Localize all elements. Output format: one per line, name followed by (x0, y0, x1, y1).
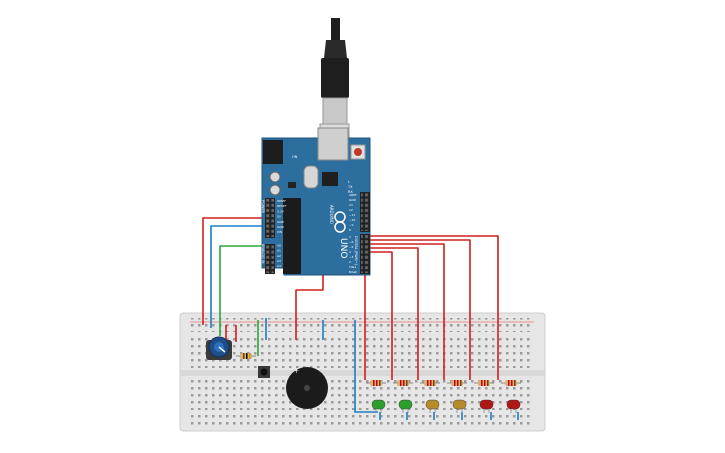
board-section-analog: ANALOG IN (261, 244, 265, 264)
board-rx-label: RX (348, 190, 353, 194)
pin-label: GND (349, 198, 357, 202)
led-resistor (366, 380, 386, 386)
wire-pin-3[interactable] (370, 239, 471, 380)
pin-label: A3 (277, 259, 281, 263)
wire-pin-4[interactable] (370, 243, 445, 380)
potentiometer[interactable] (206, 336, 232, 360)
pin-label: 5V (277, 215, 282, 219)
wire-pin-6[interactable] (370, 251, 393, 380)
pin-label: ~3 (349, 255, 354, 259)
wire-gnd-bus[interactable] (354, 320, 378, 413)
pin-label: 3.3V (277, 209, 285, 213)
led-resistor (393, 380, 413, 386)
pin-label: A4 (277, 264, 281, 268)
wire-pin-2[interactable] (370, 235, 499, 380)
led[interactable] (398, 399, 413, 413)
buzzer-polarity-label: + (294, 368, 299, 375)
pin-label: 8 (349, 228, 351, 232)
pin-label: GND (277, 220, 285, 224)
pin-label: A5 (277, 269, 281, 273)
pin-label: GND (277, 225, 285, 229)
pin-label: VIN (277, 230, 282, 234)
board-labels: UNO ARDUINO POWER ANALOG IN DIGITAL (PWM… (261, 155, 358, 274)
pin-label: TX▸1 (348, 265, 356, 269)
pin-label: ~11 (349, 213, 355, 217)
resistor-pot (236, 353, 256, 359)
led[interactable] (371, 399, 386, 413)
board-brand-text: UNO (338, 238, 348, 258)
led-resistor (474, 380, 494, 386)
pin-label: RESET (277, 204, 287, 208)
pin-label: A0 (277, 243, 281, 247)
led-resistor (420, 380, 440, 386)
pin-label: ~10 (349, 218, 355, 222)
pin-label: ~5 (349, 245, 354, 249)
pin-label: A1 (277, 249, 281, 253)
pin-label: ~6 (349, 240, 354, 244)
board-tx-label: TX (347, 185, 353, 189)
led[interactable] (506, 399, 521, 413)
pin-label: 13 (349, 203, 353, 207)
board-section-power: POWER (261, 200, 265, 214)
pin-label: 7 (349, 235, 351, 239)
pin-label: A2 (277, 254, 281, 258)
pin-label: 4 (349, 250, 351, 254)
board-l-label: L (348, 180, 350, 184)
led[interactable] (425, 399, 440, 413)
led-resistor (447, 380, 467, 386)
pin-label: 12 (349, 208, 353, 212)
usb-cable[interactable] (319, 18, 350, 139)
board-on-label: ON (292, 155, 298, 159)
pin-label: ~9 (349, 223, 354, 227)
wire-gnd-blue[interactable] (210, 225, 265, 328)
pin-label: RX◂0 (349, 270, 357, 274)
atmega-chip (283, 198, 301, 274)
led-resistors (366, 380, 521, 386)
piezo-buzzer[interactable]: + (286, 367, 328, 409)
pin-label: 2 (349, 260, 351, 264)
board-section-digital: DIGITAL (PWM~) (354, 236, 358, 266)
led[interactable] (452, 399, 467, 413)
arduino-logo (334, 211, 346, 233)
leds (371, 399, 521, 413)
board-vertical-text: ARDUINO (329, 205, 334, 224)
wire-5v-red[interactable] (202, 217, 265, 325)
pushbutton[interactable] (258, 366, 270, 378)
led-resistor (501, 380, 521, 386)
wire-a0-green[interactable] (219, 245, 268, 336)
wire-pin-5[interactable] (370, 247, 419, 380)
led[interactable] (479, 399, 494, 413)
pin-label: AREF (349, 193, 357, 197)
arduino-uno-board[interactable] (261, 127, 371, 276)
pin-label: IOREF (277, 199, 286, 203)
